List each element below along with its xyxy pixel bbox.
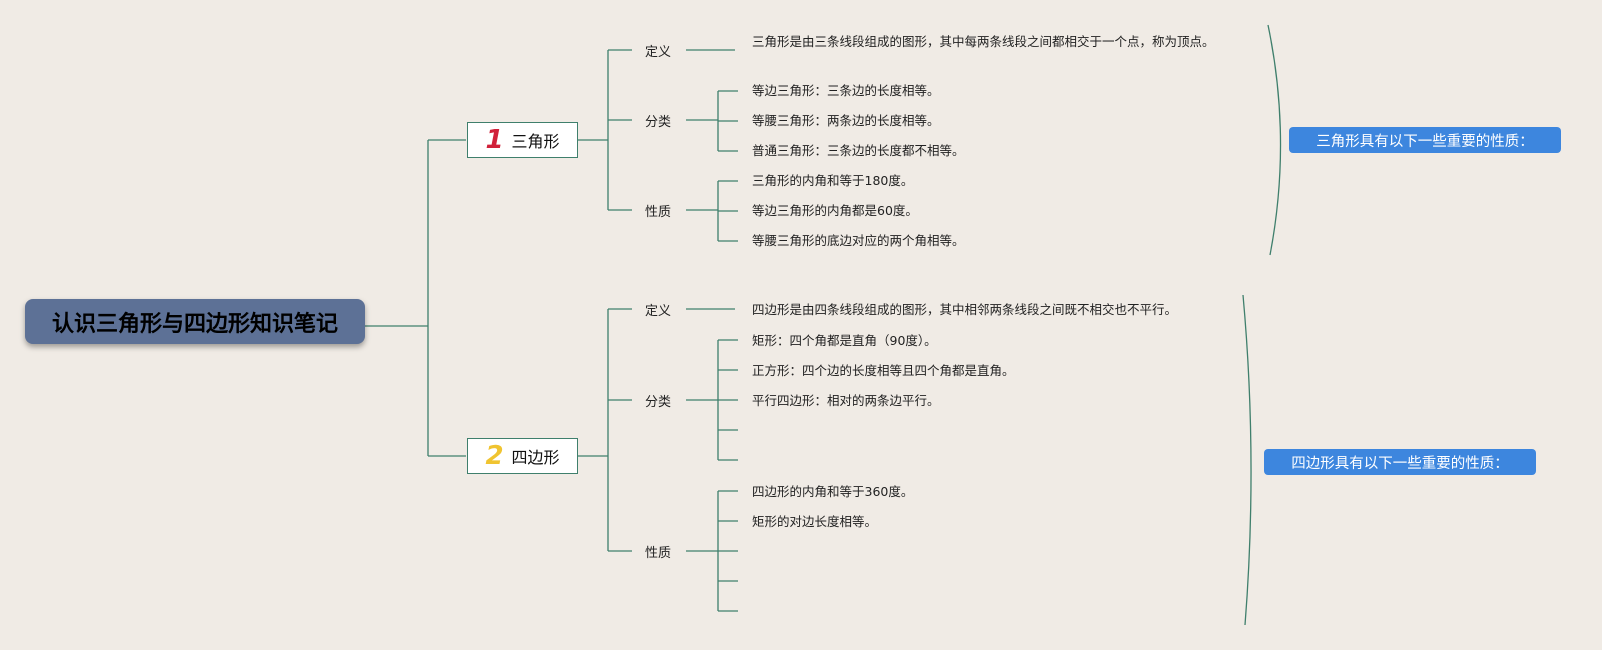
root-topic[interactable]: 认识三角形与四边形知识笔记 [25, 299, 365, 344]
leaf-item[interactable]: 等边三角形的内角都是60度。 [752, 203, 918, 218]
leaf-item[interactable]: 矩形的对边长度相等。 [752, 514, 878, 529]
leaf-item[interactable]: 三角形是由三条线段组成的图形，其中每两条线段之间都相交于一个点，称为顶点。 [752, 34, 1215, 49]
summary-quadrilateral[interactable]: 四边形具有以下一些重要的性质： [1264, 449, 1536, 475]
leaf-item[interactable]: 平行四边形：相对的两条边平行。 [752, 393, 940, 408]
summary-triangle[interactable]: 三角形具有以下一些重要的性质： [1289, 127, 1561, 153]
category-classification[interactable]: 分类 [644, 395, 671, 410]
category-definition[interactable]: 定义 [644, 45, 671, 60]
number-two-icon: 2 [485, 441, 504, 471]
branch-label: 三角形 [511, 132, 560, 151]
category-properties[interactable]: 性质 [644, 205, 671, 220]
leaf-item[interactable]: 三角形的内角和等于180度。 [752, 173, 914, 188]
leaf-item[interactable]: 等边三角形：三条边的长度相等。 [752, 83, 940, 98]
root-title: 认识三角形与四边形知识笔记 [51, 311, 338, 337]
category-properties[interactable]: 性质 [644, 546, 671, 561]
branch-label: 四边形 [511, 448, 560, 467]
number-one-icon: 1 [485, 125, 504, 155]
leaf-item[interactable]: 等腰三角形的底边对应的两个角相等。 [752, 233, 965, 248]
leaf-item[interactable]: 等腰三角形：两条边的长度相等。 [752, 113, 940, 128]
leaf-item[interactable]: 四边形是由四条线段组成的图形，其中相邻两条线段之间既不相交也不平行。 [752, 302, 1178, 317]
branch-quadrilateral[interactable]: 2 四边形 [467, 438, 578, 474]
leaf-item[interactable]: 四边形的内角和等于360度。 [752, 484, 914, 499]
category-classification[interactable]: 分类 [644, 115, 671, 130]
branch-triangle[interactable]: 1 三角形 [467, 122, 578, 158]
leaf-item[interactable]: 矩形：四个角都是直角（90度）。 [752, 333, 937, 348]
summary-label: 四边形具有以下一些重要的性质： [1291, 455, 1509, 472]
leaf-item[interactable]: 正方形：四个边的长度相等且四个角都是直角。 [752, 363, 1015, 378]
summary-label: 三角形具有以下一些重要的性质： [1316, 133, 1534, 150]
leaf-item[interactable]: 普通三角形：三条边的长度都不相等。 [752, 143, 965, 158]
category-definition[interactable]: 定义 [644, 304, 671, 319]
